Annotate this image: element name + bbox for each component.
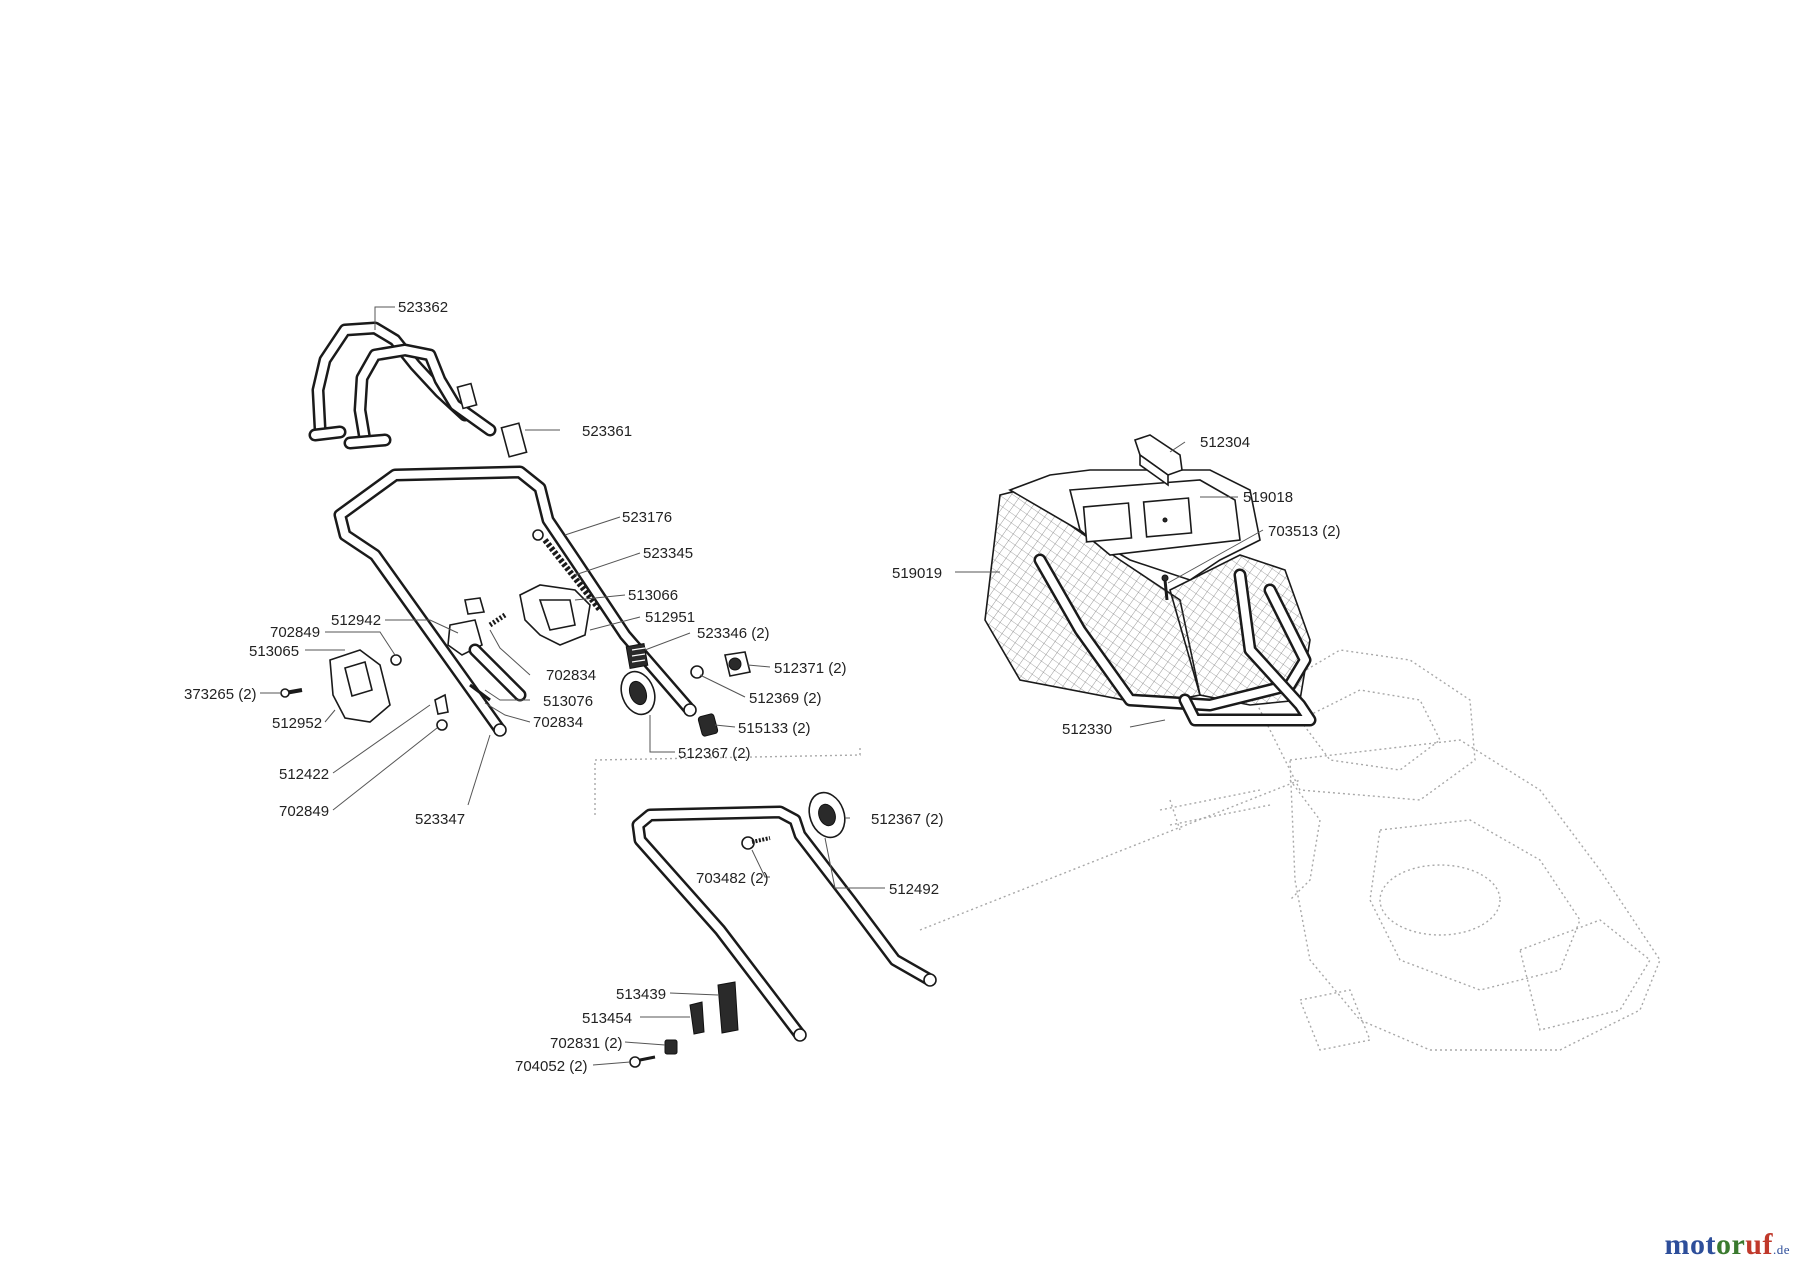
label-515133: 515133 (2): [738, 720, 811, 737]
label-512422: 512422: [279, 766, 329, 783]
label-702834-b: 702834: [533, 714, 583, 731]
label-523346: 523346 (2): [697, 625, 770, 642]
watermark-part3: uf: [1745, 1228, 1773, 1261]
screw-703513: [1161, 574, 1169, 601]
spring-523346: [625, 643, 649, 669]
label-373265: 373265 (2): [184, 686, 257, 703]
label-704052: 704052 (2): [515, 1058, 588, 1075]
lever-bracket-513066: [519, 584, 591, 646]
label-513065: 513065: [249, 643, 299, 660]
part-labels: 523362 523361 523176 523345 513066 51295…: [184, 299, 1341, 1075]
label-523345: 523345: [643, 545, 693, 562]
label-702849-a: 702849: [270, 624, 320, 641]
ghost-mower-deck: [594, 649, 1661, 1051]
label-513439: 513439: [616, 986, 666, 1003]
cable-523345: [532, 529, 603, 612]
bolt-703482: [741, 836, 771, 850]
pin-513076: [469, 683, 491, 702]
handle-grip-512304: [1133, 434, 1183, 487]
watermark-part1: mot: [1664, 1228, 1716, 1261]
label-512951: 512951: [645, 609, 695, 626]
watermark-suffix: .de: [1772, 1242, 1790, 1257]
frame-rail-512330: [1033, 553, 1317, 727]
label-702849-b: 702849: [279, 803, 329, 820]
label-512952: 512952: [272, 715, 322, 732]
label-523361: 523361: [582, 423, 632, 440]
label-702831: 702831 (2): [550, 1035, 623, 1052]
label-702834-a: 702834: [546, 667, 596, 684]
label-512371: 512371 (2): [774, 660, 847, 677]
clip-512422: [434, 693, 449, 715]
screw-373265: [280, 688, 303, 698]
washer-512369: [690, 665, 704, 679]
leader-lines: [260, 306, 1264, 1066]
label-703513: 703513 (2): [1268, 523, 1341, 540]
label-703482: 703482 (2): [696, 870, 769, 887]
bracket-513439: [717, 981, 739, 1034]
label-512367-a: 512367 (2): [678, 745, 751, 762]
nut-702849-b: [436, 719, 448, 731]
label-512492: 512492: [889, 881, 939, 898]
adjust-wheel-512367-b: [808, 791, 846, 839]
lever-512942: [447, 597, 527, 702]
label-512942: 512942: [331, 612, 381, 629]
upper-handle-523347: [333, 465, 697, 737]
label-512367-b: 512367 (2): [871, 811, 944, 828]
label-523176: 523176: [622, 509, 672, 526]
knob-512371: [724, 651, 751, 677]
adjust-wheel-512367-a: [620, 670, 656, 716]
label-513066: 513066: [628, 587, 678, 604]
lever-cover-512952: [329, 649, 391, 723]
label-512330: 512330: [1062, 721, 1112, 738]
label-512304: 512304: [1200, 434, 1250, 451]
label-523362: 523362: [398, 299, 448, 316]
nut-702831: [664, 1039, 678, 1055]
lower-handle-512492: [631, 805, 937, 1042]
clip-513454: [689, 1001, 705, 1035]
watermark-part2: or: [1715, 1228, 1746, 1261]
label-519018: 519018: [1243, 489, 1293, 506]
motoruf-watermark-logo: motoruf.de: [1664, 1228, 1790, 1262]
label-513454: 513454: [582, 1010, 632, 1027]
label-523347: 523347: [415, 811, 465, 828]
nut-702849-a: [390, 654, 402, 666]
bail-bar-523361: [343, 343, 528, 458]
nut-515133: [697, 713, 719, 737]
catcher-frame-519018: [1068, 479, 1241, 556]
label-513076: 513076: [543, 693, 593, 710]
label-512369: 512369 (2): [749, 690, 822, 707]
spring-702834: [488, 612, 507, 628]
label-519019: 519019: [892, 565, 942, 582]
bolt-704052: [629, 1055, 656, 1068]
